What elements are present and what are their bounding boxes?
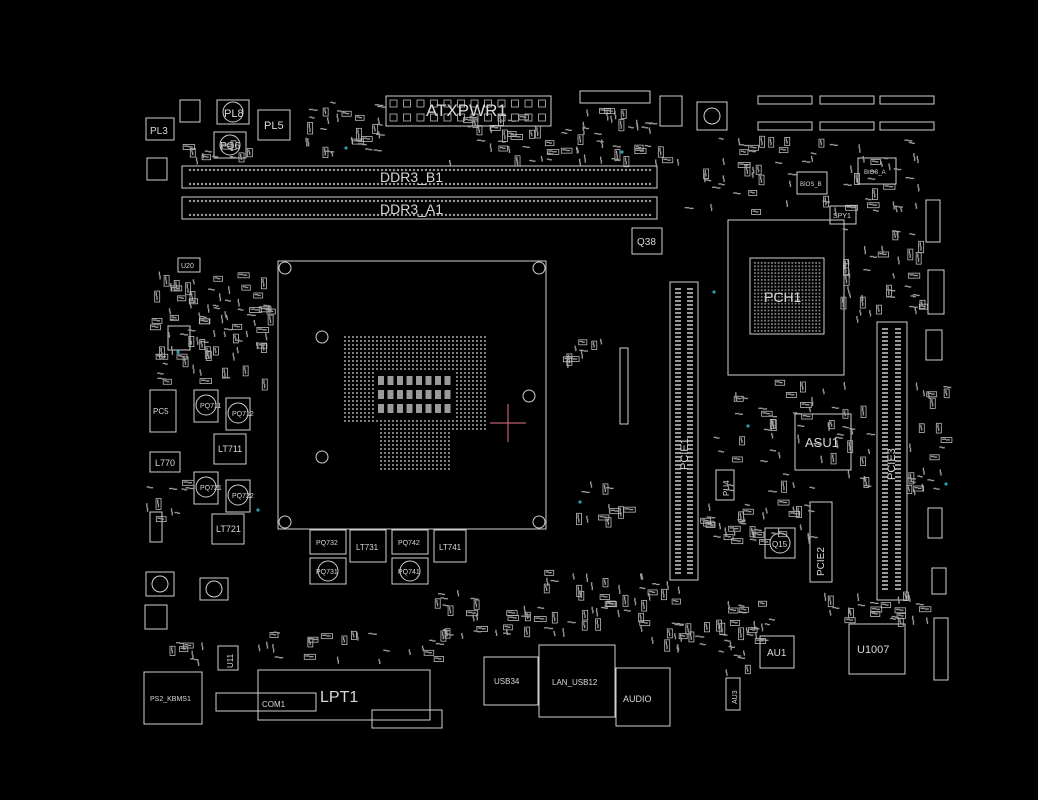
connector-strip[interactable] [619, 347, 629, 425]
audio-codec-au1[interactable]: AU1 [759, 635, 795, 669]
pq732-label: PQ732 [316, 540, 338, 547]
au3-label: AU3 [732, 690, 739, 704]
pcie-slot-1[interactable]: PCIE1 [669, 281, 699, 581]
au1-label: AU1 [767, 648, 787, 659]
asmedia-chip-asu1[interactable]: ASU1 [794, 413, 852, 471]
cpu-socket[interactable] [277, 260, 547, 530]
pq741-label: PQ741 [398, 569, 420, 576]
mosfet-q38[interactable]: Q38 [631, 227, 663, 255]
atx-power-label: ATXPWR1 [426, 101, 507, 120]
pcie-slot-2[interactable]: PCIE2 [809, 501, 833, 583]
capacitor [205, 580, 223, 598]
lan-usb-port[interactable]: LAN_USB12 [538, 644, 616, 718]
pl3-label: PL3 [150, 126, 168, 137]
lt741-label: LT741 [439, 543, 462, 552]
top-header-strips[interactable] [579, 90, 935, 131]
lpt-port[interactable]: LPT1 COM1 [215, 669, 431, 721]
pcie-slot-3[interactable]: PCIE3 [876, 321, 908, 601]
inductor-pl8[interactable]: PL8 [216, 99, 250, 125]
ps2-port[interactable]: PS2_KBMS1 [143, 671, 203, 725]
bios-a-label: BIOS_A [864, 170, 886, 176]
l770-label: L770 [155, 458, 175, 468]
u11-label: U11 [226, 653, 235, 668]
usb34-label: USB34 [494, 677, 520, 686]
vrm-left[interactable]: PQ711 PQ712 LT711 L770 PQ721 PQ722 LT721… [149, 389, 254, 545]
component-block[interactable] [199, 577, 229, 601]
ps2-label: PS2_KBMS1 [150, 696, 191, 703]
pq731-label: PQ731 [316, 569, 338, 576]
pcie3-label: PCIE3 [886, 448, 898, 480]
lt711-label: LT711 [218, 444, 242, 454]
header-strip[interactable] [371, 709, 443, 729]
pch-ball-grid [754, 262, 821, 332]
pq711-label: PQ711 [200, 403, 221, 410]
dimm-slot-b1[interactable]: DDR3_B1 [181, 165, 658, 189]
com1-label: COM1 [262, 700, 286, 709]
chip-u20[interactable]: U20 [177, 257, 201, 273]
dimm-b1-label: DDR3_B1 [380, 169, 443, 185]
inductor-pl5[interactable]: PL5 [257, 109, 291, 141]
lt731-label: LT731 [356, 543, 379, 552]
component-block[interactable] [149, 511, 163, 543]
q38-label: Q38 [637, 237, 656, 248]
pu4-label: PU4 [722, 480, 731, 496]
pl5-label: PL5 [264, 120, 284, 132]
component-block[interactable] [146, 157, 168, 181]
pcie1-label: PCIE1 [679, 438, 691, 470]
audio-label: AUDIO [623, 694, 652, 704]
pl8-label: PL8 [224, 108, 244, 120]
spy1-label: SPY1 [833, 213, 851, 220]
pq742-label: PQ742 [398, 540, 420, 547]
super-io-u1007[interactable]: U1007 [848, 623, 906, 675]
q15-label: Q15 [772, 540, 788, 549]
pch1-label: PCH1 [764, 289, 802, 305]
lt721-label: LT721 [216, 524, 241, 534]
cursor-crosshair-icon [490, 404, 526, 442]
u20-label: U20 [181, 263, 194, 270]
atx-power-connector[interactable]: ATXPWR1 [385, 95, 552, 127]
smd-pad-field [146, 101, 953, 676]
pq721-label: PQ721 [200, 485, 222, 492]
au3-chip[interactable]: AU3 [725, 677, 741, 711]
capacitor [151, 575, 169, 593]
component-block[interactable] [179, 99, 201, 123]
u1007-label: U1007 [857, 644, 889, 656]
bios-chips[interactable]: BIOS_B BIOS_A SPY1 [796, 157, 897, 225]
asu1-label: ASU1 [805, 435, 839, 450]
component-block[interactable] [144, 604, 168, 630]
lpt1-label: LPT1 [320, 689, 358, 706]
right-edge-headers[interactable] [925, 199, 949, 681]
inductor-pl3[interactable]: PL3 [145, 117, 175, 141]
pq712-label: PQ712 [232, 411, 254, 418]
dimm-a1-label: DDR3_A1 [380, 201, 443, 217]
vrm-bottom[interactable]: PQ732 LT731 PQ742 LT741 PQ731 PQ741 [309, 529, 467, 585]
usb34-port[interactable]: USB34 [483, 656, 539, 706]
cpu-land-grid [344, 336, 486, 470]
lan-usb12-label: LAN_USB12 [552, 678, 598, 687]
pcie2-label: PCIE2 [816, 547, 827, 576]
pc5-label: PC5 [153, 407, 169, 416]
component-block[interactable] [145, 571, 175, 597]
bios-b-label: BIOS_B [800, 182, 822, 188]
dimm-slot-a1[interactable]: DDR3_A1 [181, 196, 658, 220]
pq722-label: PQ722 [232, 493, 254, 500]
chip-u11[interactable]: U11 [217, 645, 239, 671]
audio-jack[interactable]: AUDIO [615, 667, 671, 727]
